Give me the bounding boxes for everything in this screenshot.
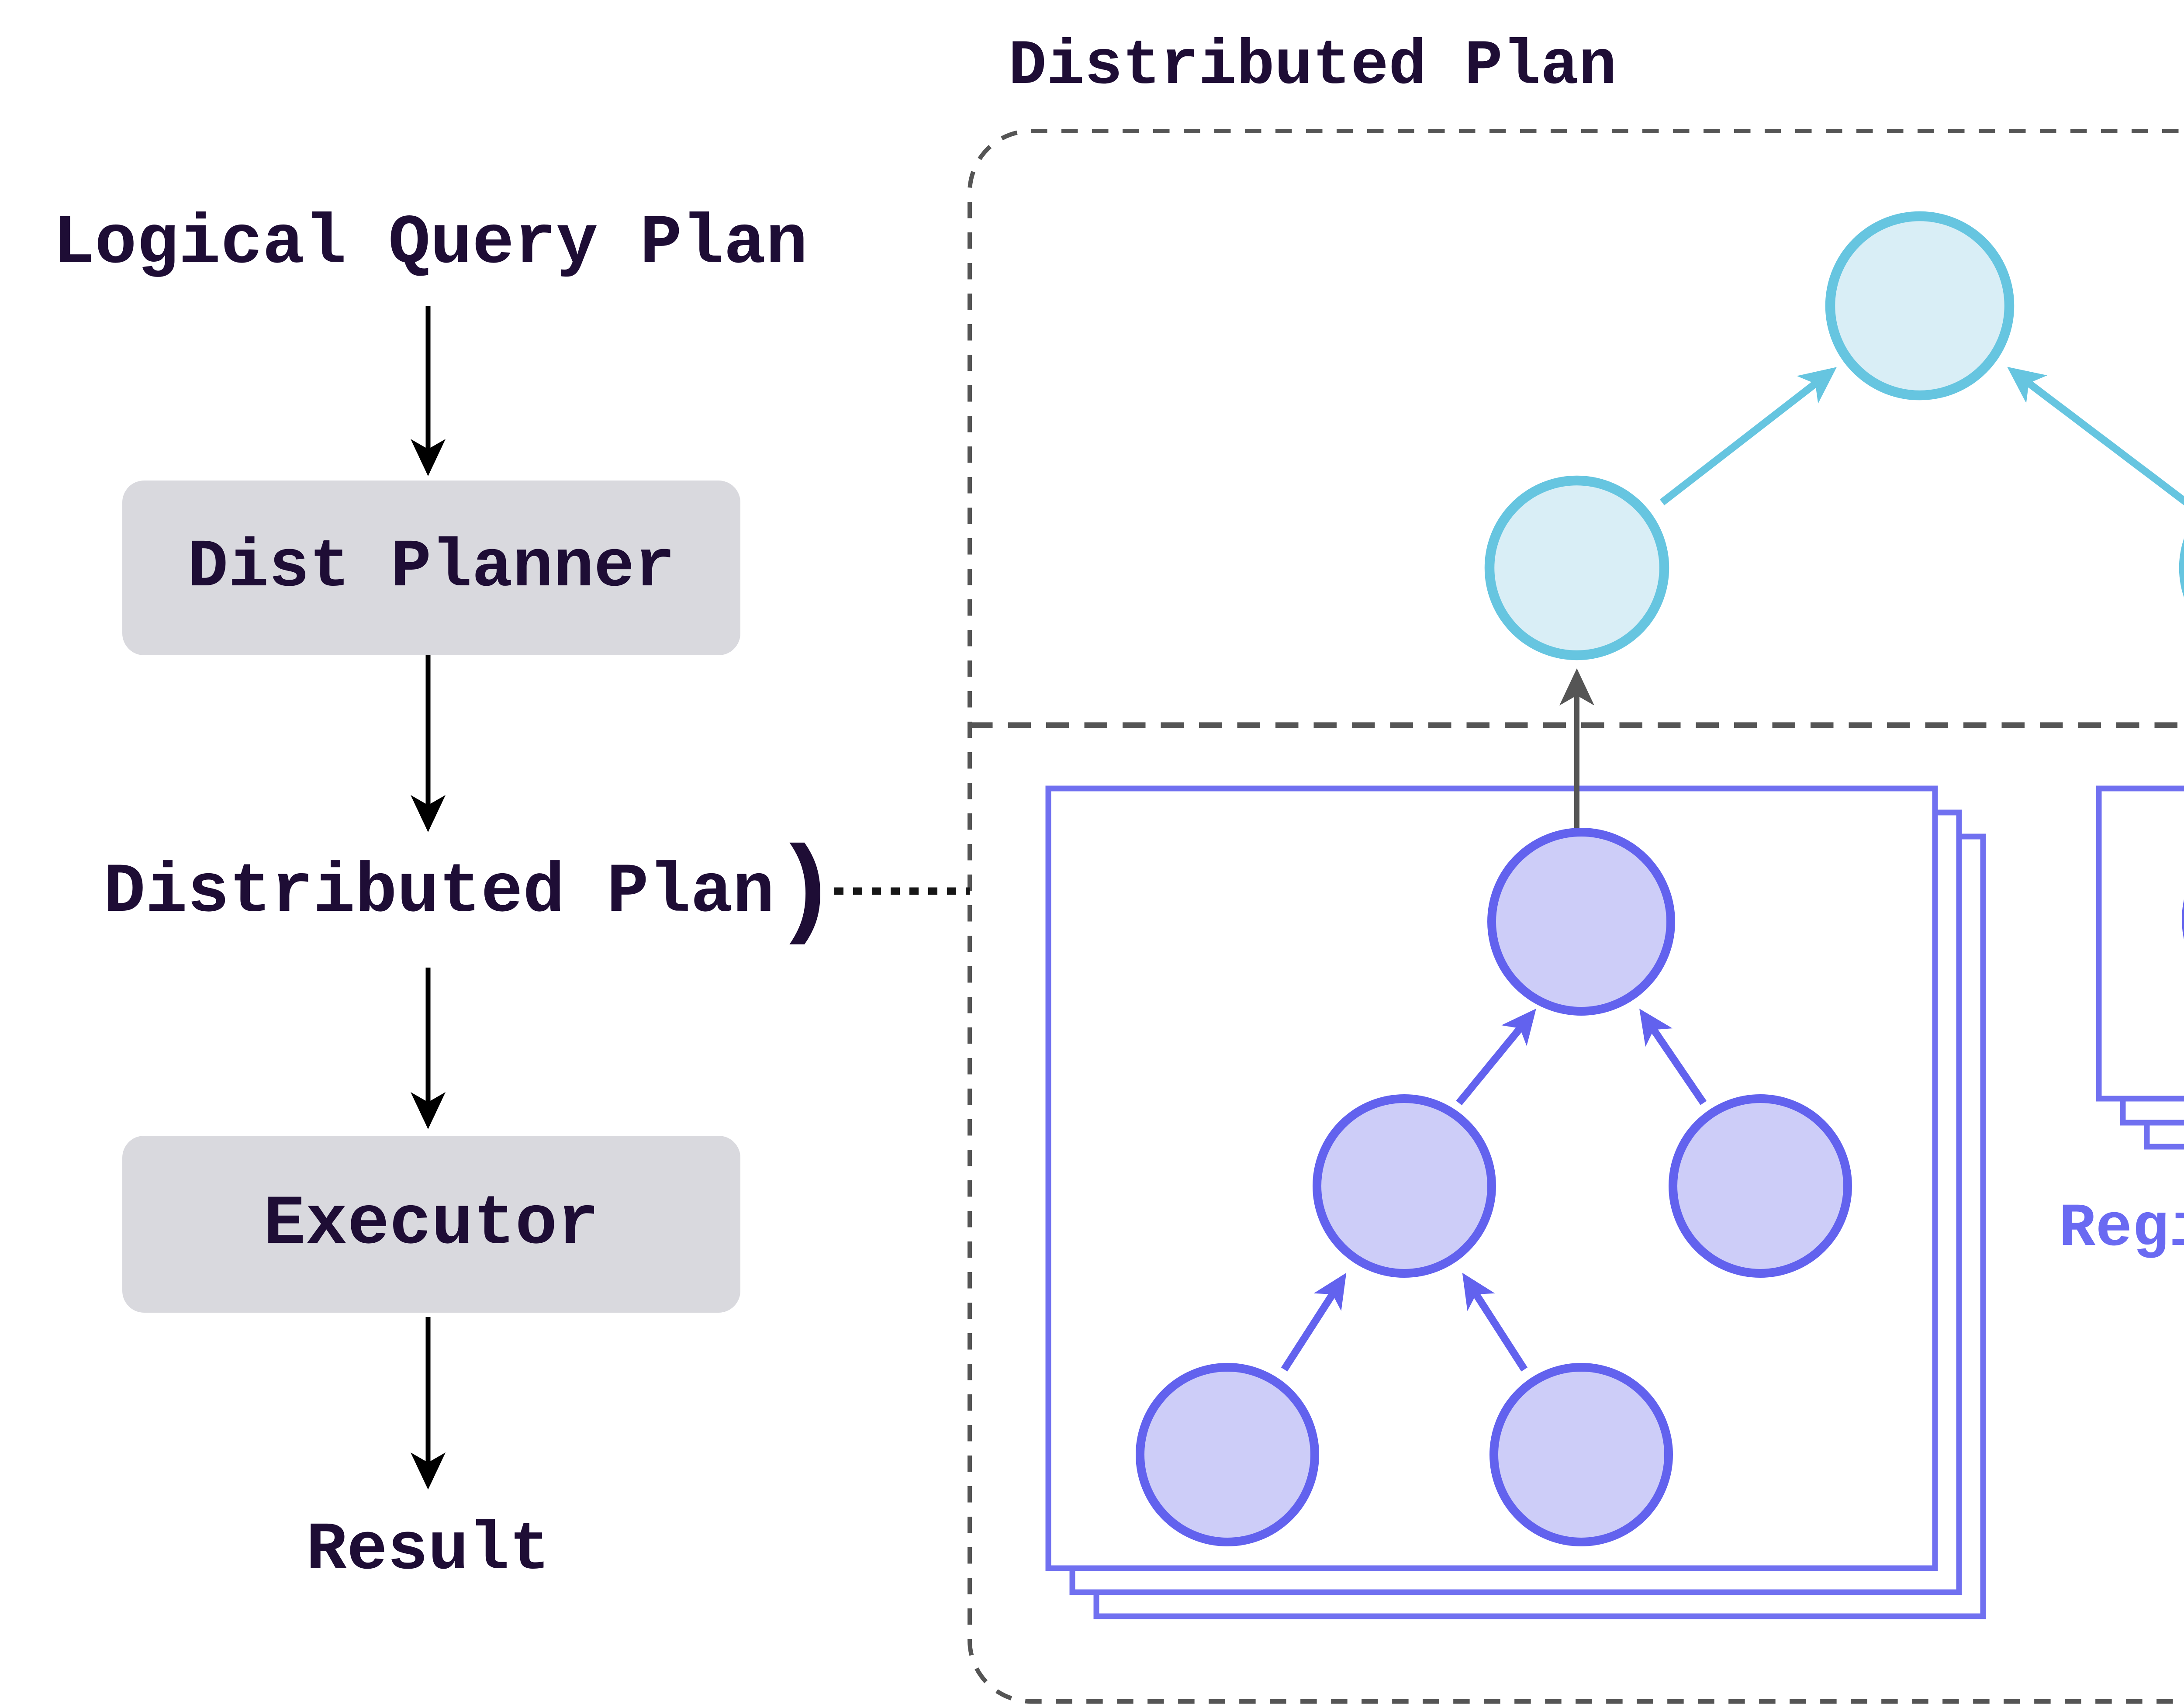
frontend-node-left xyxy=(1484,475,1669,660)
dist-planner-label: Dist Planner xyxy=(187,529,675,606)
frontend-edge-right xyxy=(2007,366,2184,505)
distributed-plan-label: Distributed Plan xyxy=(103,852,775,933)
executor-label: Executor xyxy=(263,1184,599,1265)
datanode-node-root-left xyxy=(1487,828,1675,1016)
frontend-edge-left xyxy=(1659,367,1837,505)
distributed-plan-container xyxy=(968,129,2184,1704)
executor-box: Executor xyxy=(122,1136,740,1313)
brace-glyph: ) xyxy=(773,832,839,957)
datanode-edge-bc-ml xyxy=(1462,1272,1528,1372)
region-box-right-layer1 xyxy=(2096,785,2184,1102)
datanode-node-bottom-left xyxy=(1136,1363,1319,1546)
datanode-edge-bl-ml xyxy=(1281,1272,1347,1372)
datanode-node-mid-right xyxy=(1669,1094,1852,1278)
datanode-node-bottom-center xyxy=(1489,1363,1673,1546)
datanode-node-mid-left xyxy=(1313,1094,1496,1278)
result-label: Result xyxy=(306,1514,550,1590)
datanode-edge-mr-root xyxy=(1639,1009,1707,1105)
regions-label: Regions xyxy=(2059,1196,2184,1264)
dist-planner-box: Dist Planner xyxy=(122,481,740,655)
distributed-plan-title: Distributed Plan xyxy=(1008,29,1617,102)
logical-query-plan-label: Logical Query Plan xyxy=(52,203,808,284)
frontend-node-top xyxy=(1825,211,2015,401)
datanode-edge-ml-root xyxy=(1456,1008,1536,1106)
